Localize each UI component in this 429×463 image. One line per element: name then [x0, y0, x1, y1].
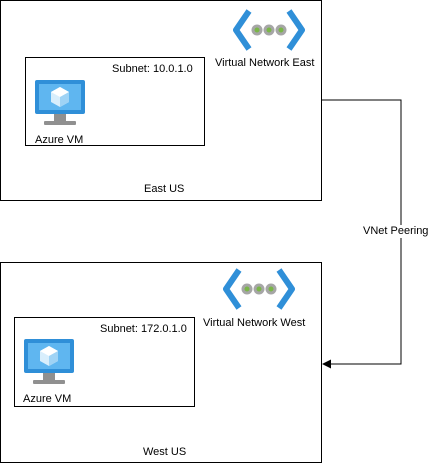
- east-us-region-label: East US: [144, 183, 185, 195]
- azure-vm-icon: [34, 79, 86, 129]
- azure-vm-icon: [23, 338, 75, 388]
- vnet-west-label: Virtual Network West: [203, 317, 306, 329]
- east-us-region-box: [0, 0, 322, 201]
- virtual-network-icon: [233, 9, 305, 51]
- vnet-peering-label: VNet Peering: [362, 225, 429, 238]
- west-subnet-label: Subnet: 172.0.1.0: [100, 323, 187, 335]
- east-vm-label: Azure VM: [35, 134, 84, 146]
- east-subnet-label: Subnet: 10.0.1.0: [112, 63, 193, 75]
- virtual-network-icon: [223, 268, 295, 310]
- west-us-region-label: West US: [143, 446, 187, 458]
- west-subnet-box: [14, 317, 195, 407]
- west-vm-label: Azure VM: [23, 393, 72, 405]
- vnet-east-label: Virtual Network East: [215, 57, 315, 69]
- east-subnet-box: [25, 57, 205, 146]
